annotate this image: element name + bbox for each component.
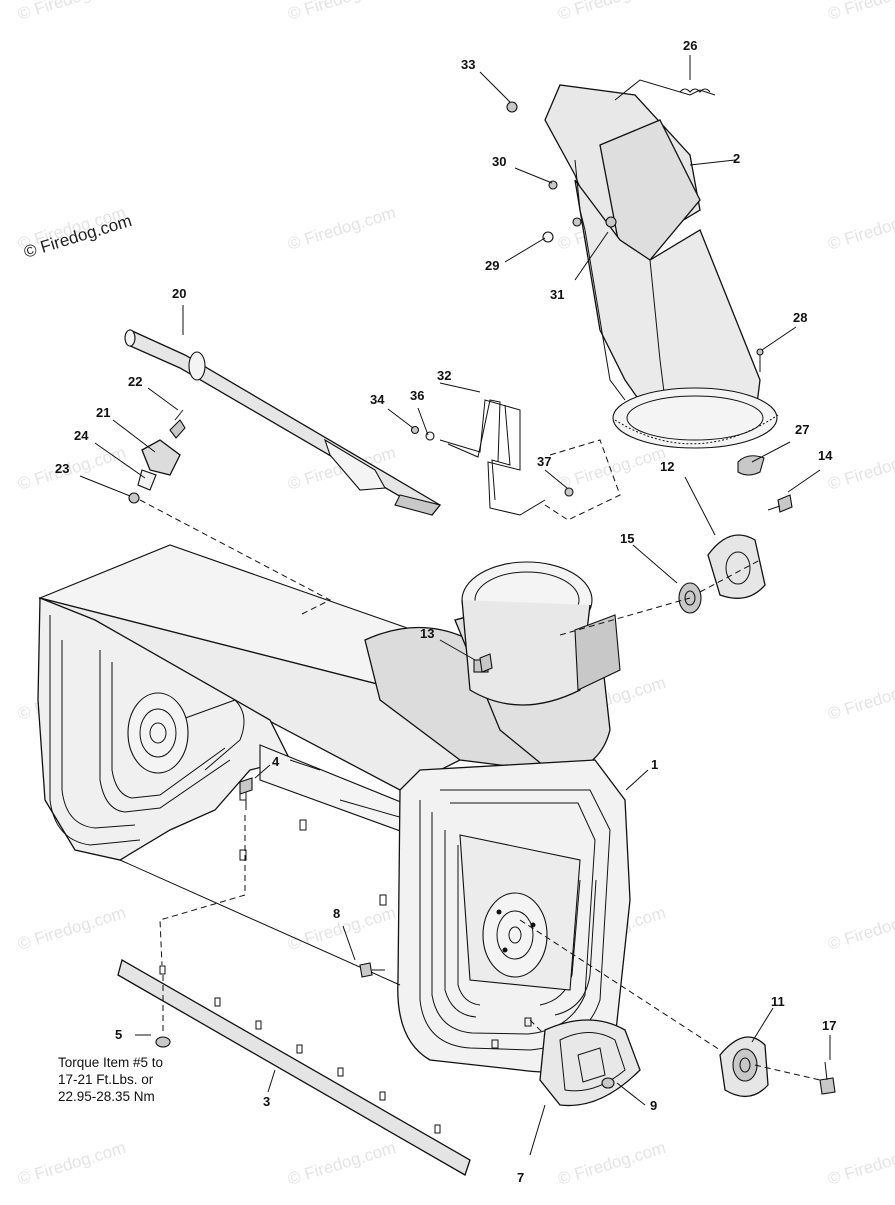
callout-15: 15 [620, 531, 634, 546]
callout-labels: 1 2 3 4 5 7 8 9 11 12 13 14 15 17 20 21 … [55, 38, 836, 1185]
callout-4: 4 [272, 754, 280, 769]
callout-23: 23 [55, 461, 69, 476]
callout-32: 32 [437, 368, 451, 383]
part-31 [605, 216, 617, 228]
watermark-text: © Firedog.com [16, 0, 128, 24]
callout-31: 31 [550, 287, 564, 302]
callout-30: 30 [492, 154, 506, 169]
watermark-text: © Firedog.com [556, 0, 668, 24]
watermark-text: © Firedog.com [16, 903, 128, 954]
callout-36: 36 [410, 388, 424, 403]
scraper-bar [117, 959, 471, 1176]
callout-37: 37 [537, 454, 551, 469]
part-27 [737, 455, 765, 476]
discharge-chute [506, 79, 779, 476]
watermark-text: © Firedog.com [286, 903, 398, 954]
part-34 [410, 425, 420, 435]
part-37 [564, 487, 574, 497]
callout-22: 22 [128, 374, 142, 389]
watermark-text: © Firedog.com [826, 673, 895, 724]
part-33 [506, 101, 518, 113]
torque-note: Torque Item #5 to 17-21 Ft.Lbs. or 22.95… [58, 1054, 258, 1105]
callout-9: 9 [650, 1098, 657, 1113]
torque-note-line-3: 22.95-28.35 Nm [58, 1089, 155, 1104]
callout-20: 20 [172, 286, 186, 301]
chute-bracket-32 [410, 399, 574, 516]
callout-28: 28 [793, 310, 807, 325]
callout-12: 12 [660, 459, 674, 474]
bolt-22 [169, 419, 186, 439]
housing [37, 544, 631, 1073]
callout-2: 2 [733, 151, 740, 166]
bearing-flange-12 [678, 534, 766, 614]
callout-13: 13 [420, 626, 434, 641]
callout-24: 24 [74, 428, 89, 443]
callout-5: 5 [115, 1027, 122, 1042]
callout-leaders [79, 55, 831, 1156]
bearing-flange-11 [719, 1036, 769, 1097]
watermark-text: © Firedog.com [556, 443, 668, 494]
callout-34: 34 [370, 392, 385, 407]
bolt-28 [756, 348, 764, 356]
watermark-text: © Firedog.com [826, 203, 895, 254]
watermark-text: © Firedog.com [286, 1138, 398, 1189]
watermark-text: © Firedog.com [16, 443, 128, 494]
callout-33: 33 [461, 57, 475, 72]
callout-3: 3 [263, 1094, 270, 1109]
watermark-text: © Firedog.com [826, 1138, 895, 1189]
watermark-text: © Firedog.com [826, 903, 895, 954]
callout-7: 7 [517, 1170, 524, 1185]
watermark-text: © Firedog.com [16, 1138, 128, 1189]
callout-27: 27 [795, 422, 809, 437]
watermark-text: © Firedog.com [556, 1138, 668, 1189]
watermark-text: © Firedog.com [826, 443, 895, 494]
hardware [155, 494, 836, 1095]
torque-note-line-2: 17-21 Ft.Lbs. or [58, 1072, 154, 1087]
chute-control-rod [124, 329, 441, 516]
callout-1: 1 [651, 757, 658, 772]
nut-23 [128, 492, 140, 504]
assembly-lines [139, 439, 821, 1081]
torque-note-line-1: Torque Item #5 to [58, 1055, 164, 1070]
callout-17: 17 [822, 1018, 836, 1033]
callout-26: 26 [683, 38, 697, 53]
callout-8: 8 [333, 906, 340, 921]
callout-29: 29 [485, 258, 499, 273]
part-29 [542, 231, 554, 243]
callout-14: 14 [818, 448, 833, 463]
callout-11: 11 [771, 994, 785, 1009]
watermark-text: © Firedog.com [286, 0, 398, 24]
watermark-text: © Firedog.com [286, 203, 398, 254]
watermark-text: © Firedog.com [826, 0, 895, 24]
callout-21: 21 [96, 405, 110, 420]
skid-shoe [539, 1019, 641, 1107]
